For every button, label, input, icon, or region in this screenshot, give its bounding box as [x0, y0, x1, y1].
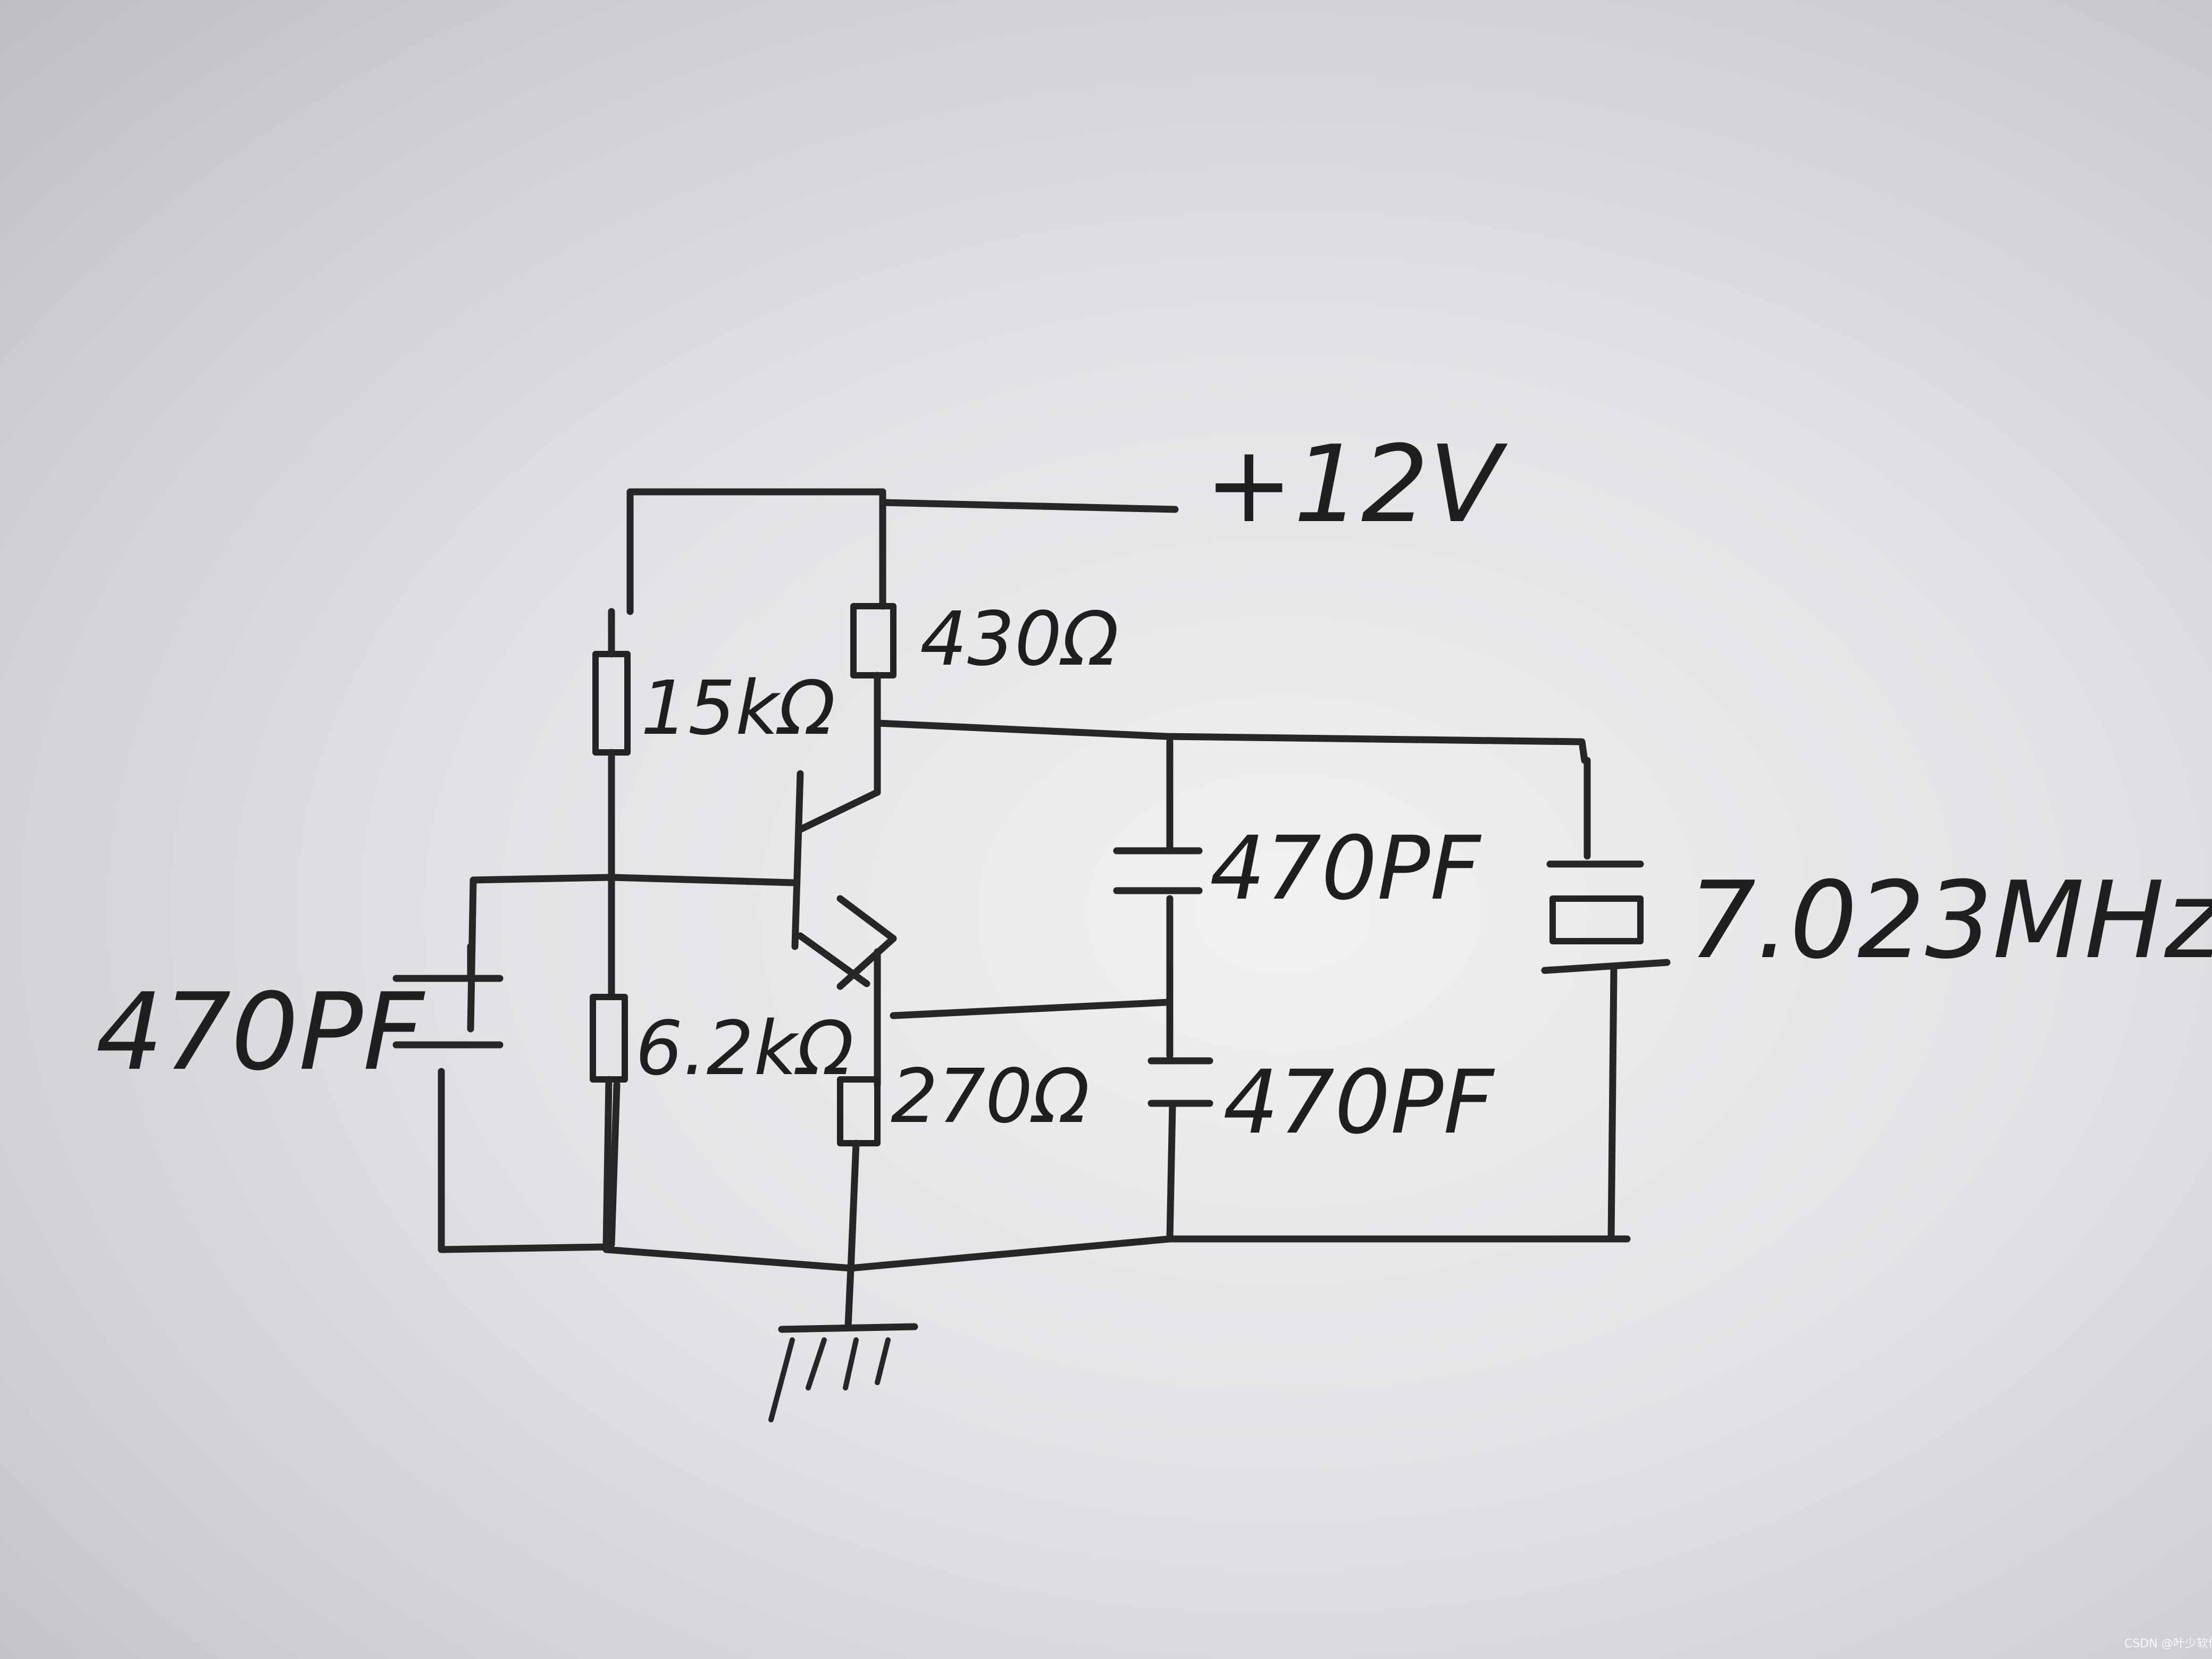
emitter-node [874, 948, 1171, 1088]
resistor-270-label: 270Ω [891, 1053, 1090, 1140]
supply-rail [626, 488, 1179, 615]
npn-transistor [791, 770, 897, 990]
resistor-430 [850, 603, 896, 727]
resistor-6-2k-label: 6.2kΩ [635, 1006, 854, 1092]
capacitor-top-right [1113, 738, 1203, 1059]
resistor-6-2k [590, 994, 628, 1251]
collector-bus [874, 719, 1588, 796]
resistor-15k [592, 608, 631, 881]
capacitor-left [392, 943, 610, 1253]
crystal [1541, 757, 1671, 1243]
ground-rail [602, 1235, 1631, 1272]
resistor-430-label: 430Ω [920, 596, 1119, 683]
resistor-15k-label: 15kΩ [641, 665, 835, 752]
capacitor-bottom-right [1147, 1057, 1213, 1243]
crystal-label: 7.023MHz [1688, 859, 2212, 983]
resistor-270 [837, 1076, 881, 1275]
watermark: CSDN @叶少软件 [2124, 1637, 2212, 1650]
capacitor-left-label: 470PF [96, 970, 425, 1094]
supply-label: +12V [1204, 423, 1508, 547]
capacitor-bottom-right-label: 470PF [1223, 1051, 1495, 1153]
ground-icon [768, 1264, 918, 1422]
capacitor-top-right-label: 470PF [1210, 817, 1481, 919]
